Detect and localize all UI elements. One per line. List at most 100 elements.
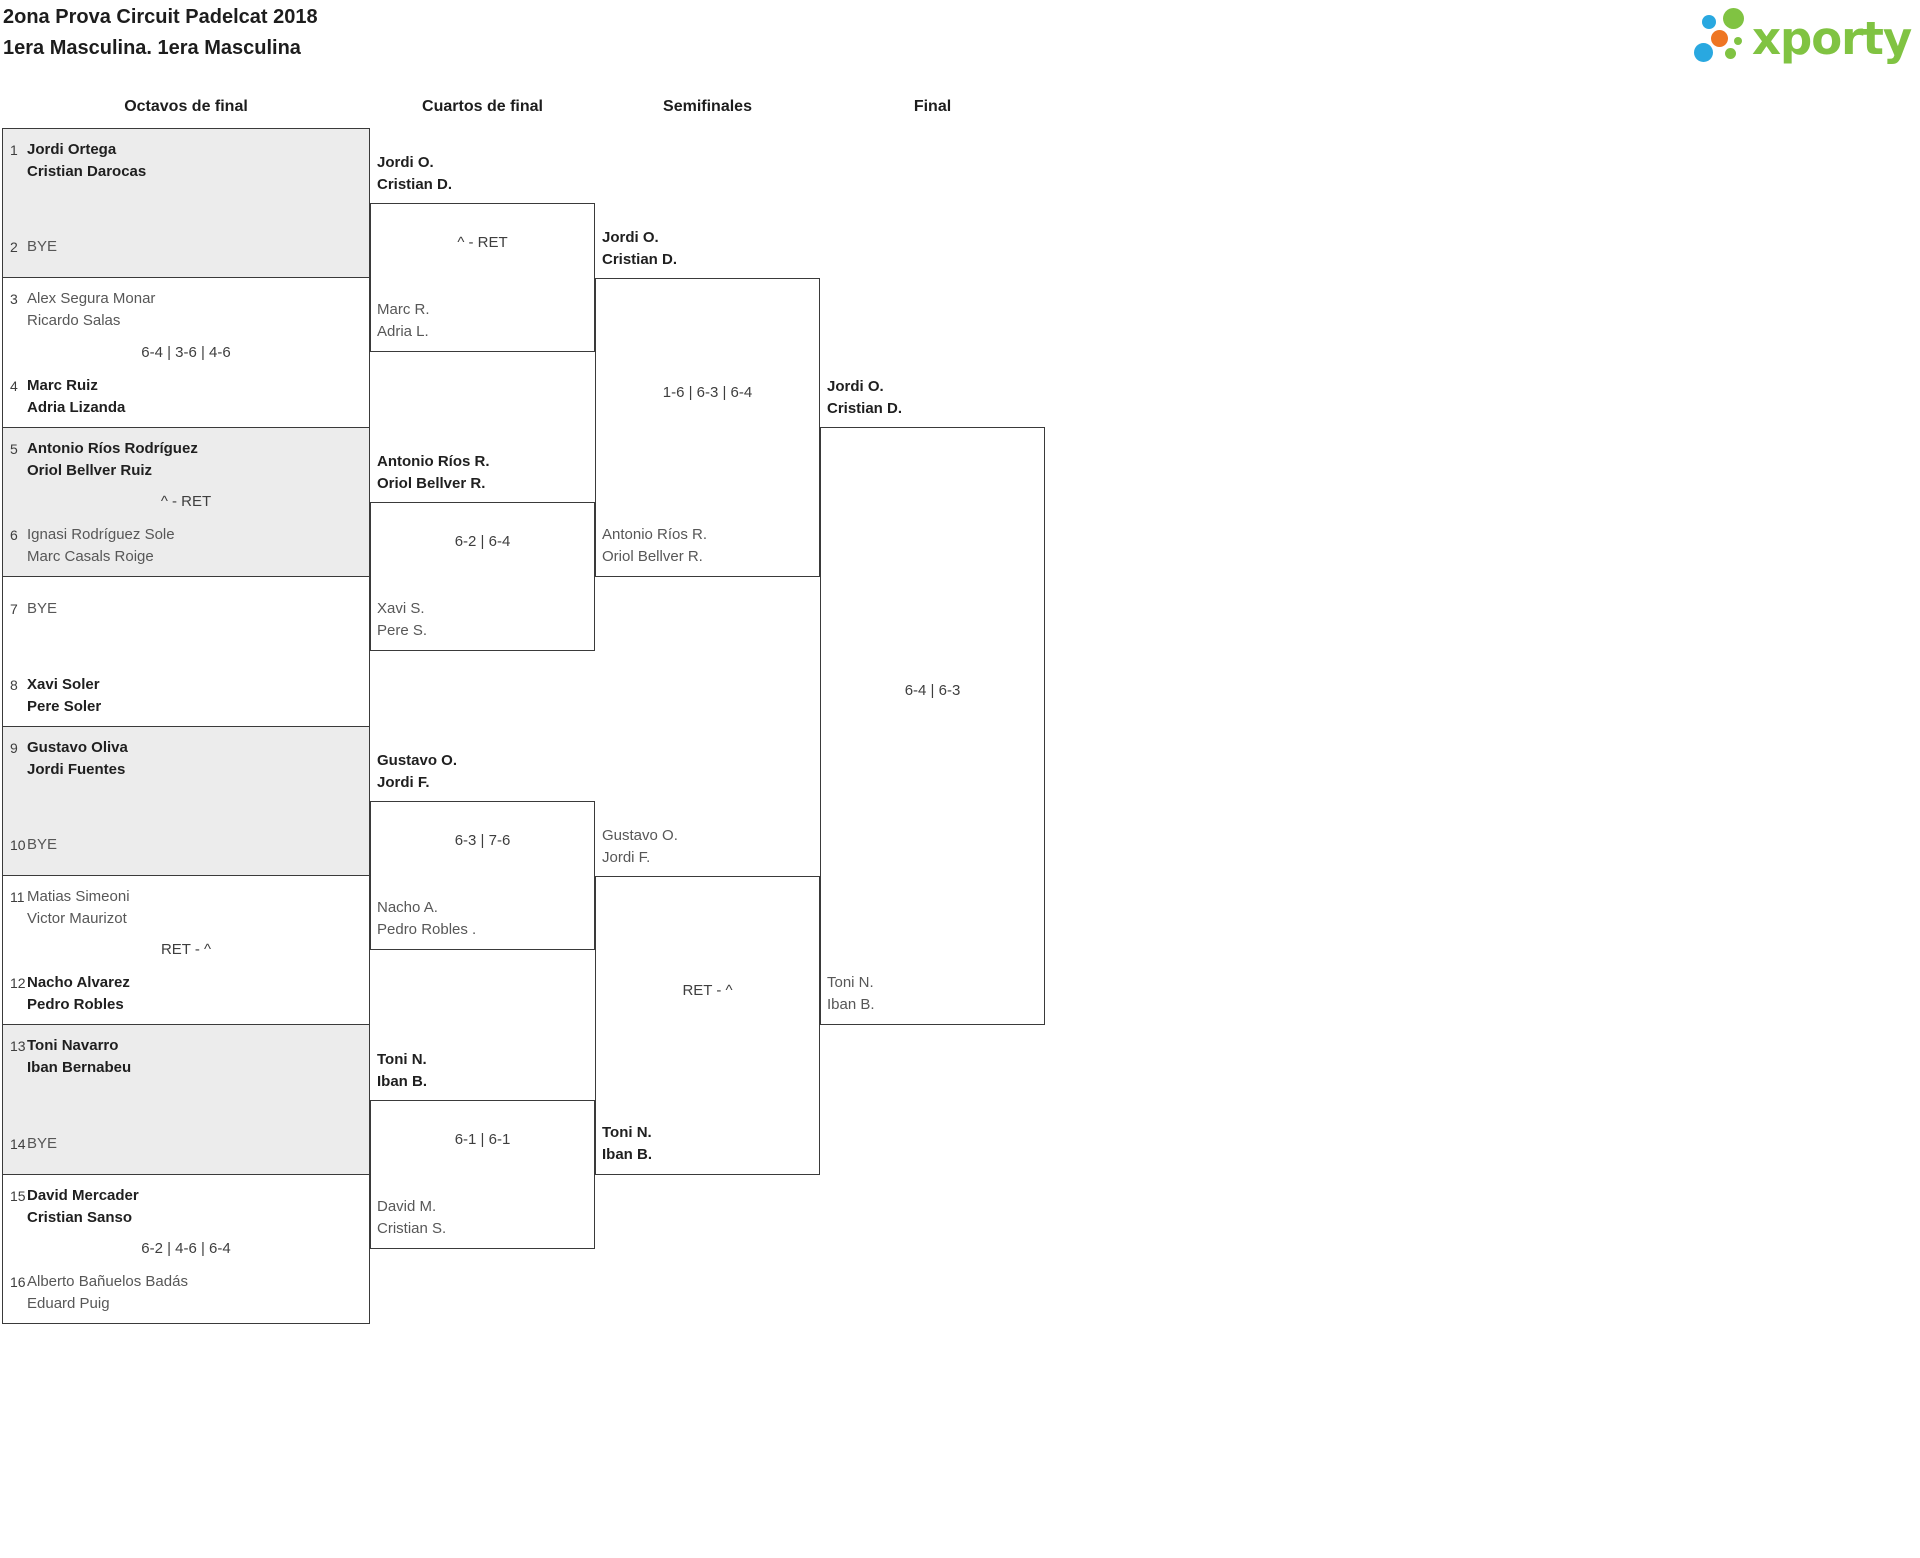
player-name: Alberto Bañuelos Badás [27, 1273, 188, 1290]
player-name: BYE [27, 835, 58, 853]
team-slot: 16 Alberto Bañuelos Badás Eduard Puig [3, 1271, 363, 1315]
team-names: Jordi O. Cristian D. [602, 227, 677, 271]
player-name: Marc Casals Roige [27, 548, 154, 566]
match-octavos-4: 7 BYE 8 Xavi Soler Pere Soler [3, 576, 369, 725]
player-name: Nacho Alvarez [27, 974, 130, 992]
team-names: Alberto Bañuelos Badás Eduard Puig [27, 1271, 363, 1315]
player-name: Cristian D. [377, 175, 453, 193]
player-name: Nacho A. [377, 899, 438, 917]
xporty-logo[interactable]: xporty [1692, 8, 1920, 72]
player-name: Victor Maurizot [27, 909, 127, 927]
team-names: Xavi S. Pere S. [377, 598, 427, 642]
team-slot: 14 BYE [3, 1133, 363, 1177]
player-name: Jordi O. [377, 153, 434, 171]
team-names: Gustavo O. Jordi F. [377, 750, 457, 794]
round-header-final: Final [913, 98, 952, 115]
seed-number: 7 [10, 601, 18, 618]
seed-number: 1 [10, 142, 18, 158]
team-names: Marc R. Adria L. [377, 299, 430, 343]
team-names: Jordi O. Cristian D. [377, 152, 452, 196]
team-slot: 6 Ignasi Rodríguez Sole Marc Casals Roig… [3, 524, 363, 568]
team-names: Toni N. Iban B. [377, 1049, 427, 1093]
player-name: Jordi F. [377, 773, 430, 791]
team-names: Antonio Ríos R. Oriol Bellver R. [377, 451, 490, 495]
team-names: Alex Segura Monar Ricardo Salas [27, 288, 363, 332]
match-cuartos-1: Jordi O. Cristian D. ^ - RET Marc R. Adr… [370, 154, 595, 353]
player-name: Jordi Fuentes [27, 760, 126, 778]
seed-number: 2 [10, 239, 18, 256]
logo-wordmark: xporty [1752, 12, 1912, 65]
round-octavos-column: 1 Jordi Ortega Cristian Darocas 2 BYE 3 … [2, 128, 370, 1324]
seed-number: 10 [10, 836, 26, 853]
team-slot: 11 Matias Simeoni Victor Maurizot [3, 886, 363, 930]
seed-number: 14 [10, 1135, 26, 1152]
match-score: 1-6 | 6-3 | 6-4 [662, 383, 753, 401]
player-name: Toni N. [602, 1123, 652, 1141]
player-name: Antonio Ríos Rodríguez [27, 439, 198, 457]
team-slot: 2 BYE [3, 236, 363, 280]
match-octavos-6: 11 Matias Simeoni Victor Maurizot RET - … [3, 874, 369, 1024]
team-names: BYE [27, 1133, 363, 1177]
player-name: Gustavo O. [377, 751, 458, 769]
player-name: Pere Soler [27, 697, 102, 715]
seed-number: 16 [10, 1274, 26, 1290]
team-names: Toni N. Iban B. [827, 972, 875, 1016]
player-name: Toni N. [377, 1050, 427, 1068]
page-title: 2ona Prova Circuit Padelcat 2018 [3, 6, 318, 28]
page-title-block: 2ona Prova Circuit Padelcat 2018 1era Ma… [3, 2, 318, 64]
team-names: Nacho Alvarez Pedro Robles [27, 972, 363, 1016]
player-name: Gustavo Oliva [27, 738, 128, 756]
player-name: Jordi Ortega [27, 141, 117, 158]
logo-dot-orange [1711, 30, 1728, 47]
match-score: 6-3 | 7-6 [454, 831, 511, 849]
player-name: David M. [377, 1198, 437, 1216]
match-score: 6-4 | 3-6 | 4-6 [141, 343, 231, 361]
player-name: Iban B. [827, 996, 875, 1013]
player-name: BYE [27, 238, 58, 256]
team-names: Gustavo O. Jordi F. [602, 825, 678, 869]
logo-dot-green-tiny [1734, 37, 1742, 45]
team-slot: 4 Marc Ruiz Adria Lizanda [3, 375, 363, 419]
team-slot: 15 David Mercader Cristian Sanso [3, 1185, 363, 1229]
seed-number: 15 [10, 1187, 26, 1204]
team-names: Gustavo Oliva Jordi Fuentes [27, 737, 363, 781]
team-slot: 13 Toni Navarro Iban Bernabeu [3, 1035, 363, 1079]
team-slot: 7 BYE [3, 598, 363, 642]
match-score: 6-2 | 4-6 | 6-4 [141, 1239, 231, 1257]
player-name: Matias Simeoni [27, 887, 130, 905]
player-name: Ignasi Rodríguez Sole [27, 526, 175, 544]
team-names: Toni Navarro Iban Bernabeu [27, 1035, 363, 1079]
seed-number: 11 [10, 888, 25, 905]
match-octavos-8: 15 David Mercader Cristian Sanso 6-2 | 4… [3, 1173, 369, 1323]
match-score: RET - ^ [160, 941, 212, 959]
player-name: Jordi F. [602, 848, 651, 866]
team-names: Antonio Ríos Rodríguez Oriol Bellver Rui… [27, 438, 363, 482]
logo-dot-green-small [1725, 48, 1736, 59]
team-names: Toni N. Iban B. [602, 1122, 652, 1166]
logo-dot-green-large [1723, 8, 1744, 29]
player-name: BYE [27, 1134, 58, 1152]
player-name: Cristian Darocas [27, 163, 147, 180]
match-octavos-2: 3 Alex Segura Monar Ricardo Salas 6-4 | … [3, 277, 369, 426]
seed-number: 5 [10, 440, 18, 457]
player-name: Ricardo Salas [27, 312, 121, 330]
team-slot: 9 Gustavo Oliva Jordi Fuentes [3, 737, 363, 781]
team-names: Matias Simeoni Victor Maurizot [27, 886, 363, 930]
team-names: David Mercader Cristian Sanso [27, 1185, 363, 1229]
player-name: Antonio Ríos R. [602, 525, 708, 543]
round-header-semifinales: Semifinales [663, 98, 752, 115]
player-name: Oriol Bellver R. [377, 474, 486, 492]
team-names: BYE [27, 236, 363, 280]
player-name: Toni N. [827, 974, 874, 991]
team-names: Xavi Soler Pere Soler [27, 674, 363, 718]
seed-number: 12 [10, 975, 26, 992]
match-score: RET - ^ [682, 981, 733, 999]
match-semifinal-1: Jordi O. Cristian D. 1-6 | 6-3 | 6-4 Ant… [595, 229, 820, 577]
team-names: BYE [27, 834, 363, 878]
team-names: Jordi O. Cristian D. [827, 376, 902, 420]
player-name: Eduard Puig [27, 1295, 110, 1312]
logo-dot-blue-large [1694, 43, 1713, 62]
team-slot: 5 Antonio Ríos Rodríguez Oriol Bellver R… [3, 438, 363, 482]
player-name: Pere S. [377, 622, 428, 640]
